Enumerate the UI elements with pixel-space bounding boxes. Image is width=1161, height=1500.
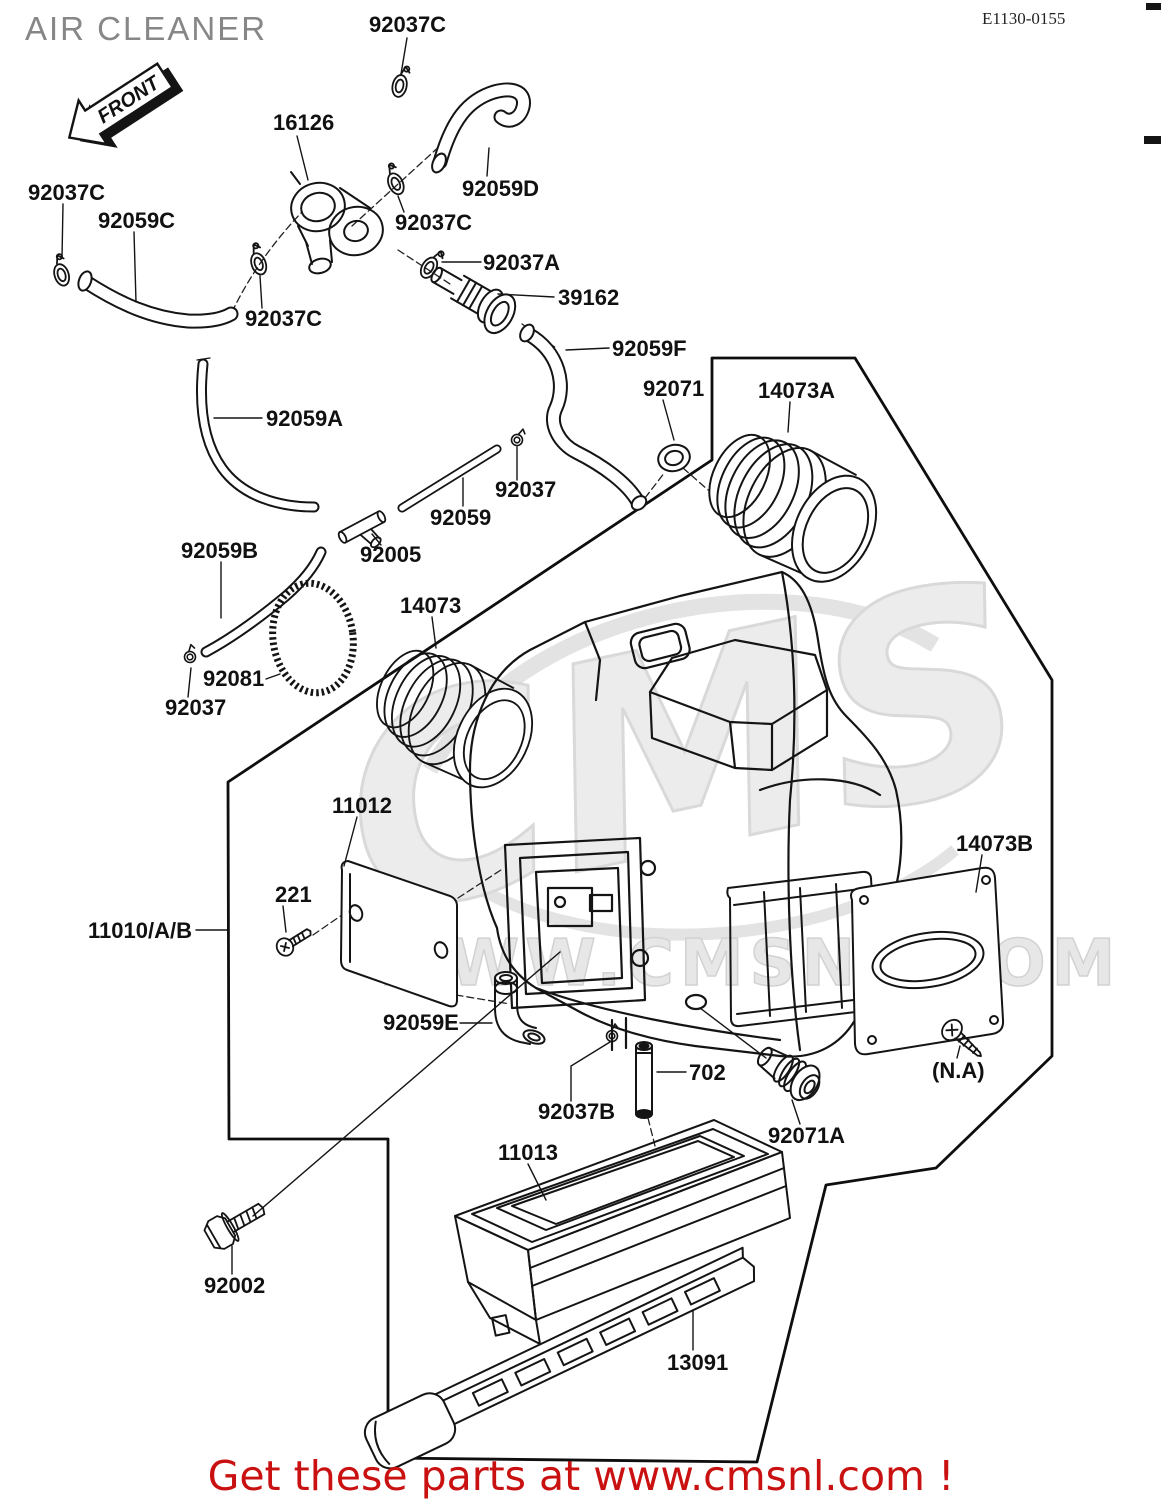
part-label-92037B: 92037B: [538, 1099, 615, 1124]
grommet-92071: [657, 443, 691, 473]
fitting-92005: [337, 510, 387, 549]
front-arrow-face: [67, 62, 175, 146]
part-label-13091: 13091: [667, 1350, 728, 1375]
part-label-92071: 92071: [643, 376, 704, 401]
part-label-16126: 16126: [273, 110, 334, 135]
hose-92059f: [519, 323, 648, 511]
clamp-92037c-top: [389, 63, 412, 100]
elbow-92059e: [494, 971, 546, 1045]
part-label-39162: 39162: [558, 285, 619, 310]
part-label-92002: 92002: [204, 1273, 265, 1298]
part-label-92059F: 92059F: [612, 336, 687, 361]
leader-lines: [61, 37, 983, 1351]
page-title: AIR CLEANER: [25, 10, 267, 47]
part-labels: 92037C 16126 92059D 92037C 92059C 92037C 92037…: [28, 12, 1033, 1375]
air-cleaner-housing-11010: [468, 570, 903, 1058]
part-label-14073: 14073: [400, 593, 461, 618]
part-label-702: 702: [689, 1060, 726, 1085]
part-label-92037C: 92037C: [28, 180, 105, 205]
clamp-92037-upper: [509, 426, 527, 448]
filter-11013: [454, 1119, 791, 1345]
screw-221: [275, 928, 312, 957]
part-label-92059D: 92059D: [462, 176, 539, 201]
part-label-92059A: 92059A: [266, 406, 343, 431]
part-label-11010/A/B: 11010/A/B: [88, 918, 192, 943]
clamp-92037-lower: [181, 643, 198, 665]
hose-92059c: [77, 270, 239, 329]
part-label-11012: 11012: [332, 793, 392, 818]
clamp-92037c-lower: [244, 241, 270, 278]
tube-702: [635, 1041, 653, 1119]
fitting-39162: [430, 266, 517, 335]
part-label-92037C: 92037C: [369, 12, 446, 37]
part-label-92037C: 92037C: [395, 210, 472, 235]
edge-mark-lower: [1144, 136, 1161, 144]
part-label-92059E: 92059E: [383, 1010, 459, 1035]
cover-plate-14073b: [850, 866, 1005, 1056]
front-arrow: FRONT: [67, 62, 184, 148]
part-label-14073B: 14073B: [956, 831, 1033, 856]
bolt-92002: [203, 1202, 266, 1250]
hose-92059b: [200, 546, 327, 658]
screw-na: [941, 1018, 982, 1057]
edge-mark-top: [1146, 3, 1161, 10]
assembly-boundary: [226, 356, 1054, 1464]
footer-promo-text: Get these parts at www.cmsnl.com !: [208, 1452, 955, 1500]
part-label-92005: 92005: [360, 542, 421, 567]
part-label-221: 221: [275, 882, 312, 907]
part-label-92037: 92037: [165, 695, 226, 720]
part-label-92037: 92037: [495, 477, 556, 502]
holder-13091: [363, 1246, 756, 1470]
part-label-92071A: 92071A: [768, 1123, 845, 1148]
tube-92059: [397, 444, 502, 513]
drawing-code: E1130-0155: [982, 9, 1065, 28]
gasket-92081: [269, 579, 357, 697]
part-label-(N.A): (N.A): [932, 1058, 985, 1083]
part-label-92037A: 92037A: [483, 250, 560, 275]
clamp-92037c-left: [47, 252, 73, 289]
valve-16126: [290, 171, 384, 275]
part-label-92059B: 92059B: [181, 538, 258, 563]
part-label-92037C: 92037C: [245, 306, 322, 331]
hose-92059a: [195, 357, 320, 513]
part-label-14073A: 14073A: [758, 378, 835, 403]
part-label-92059C: 92059C: [98, 208, 175, 233]
hose-92059d: [431, 82, 531, 174]
watermark-url-text: WWW.CMSNL.COM: [372, 927, 1121, 1001]
part-label-11013: 11013: [498, 1140, 558, 1165]
fitting-92071a: [756, 1046, 821, 1102]
part-label-92059: 92059: [430, 505, 491, 530]
part-label-92081: 92081: [203, 666, 264, 691]
